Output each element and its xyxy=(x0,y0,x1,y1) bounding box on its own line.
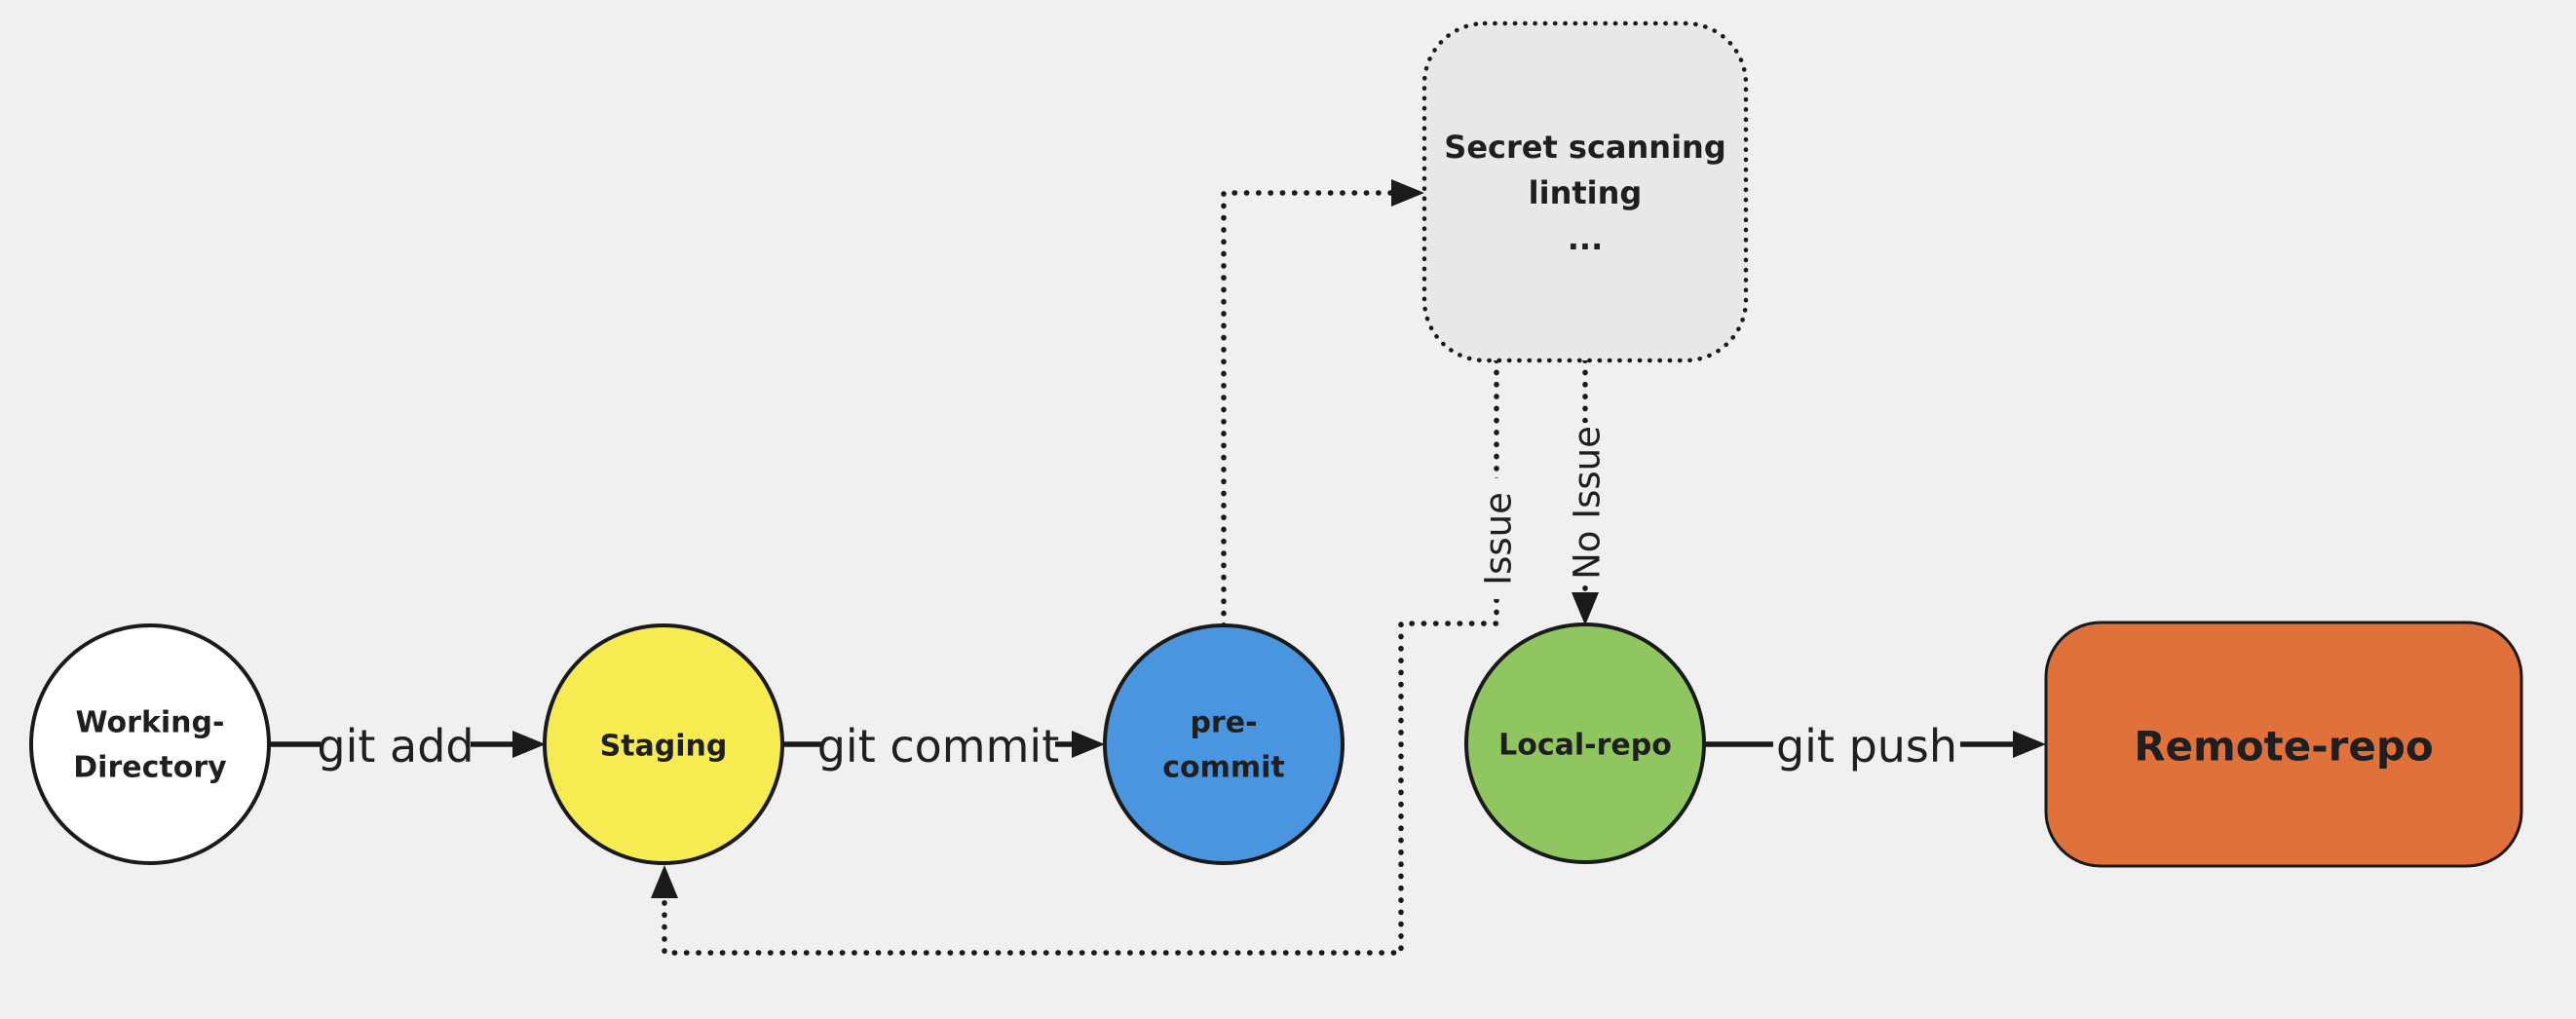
node-staging-shape xyxy=(543,623,784,865)
node-checks-label-line3: ... xyxy=(1568,220,1603,257)
node-working-directory: Working- Directory xyxy=(29,623,271,865)
node-local-repo-shape xyxy=(1464,623,1706,864)
edge-issue: Issue xyxy=(651,358,1521,956)
edge-git-push: git push xyxy=(1704,714,2046,774)
edge-git-push-label-bg xyxy=(1773,714,1960,774)
edge-precommit-to-checks xyxy=(1221,179,1424,628)
edge-git-add-arrowhead-icon xyxy=(512,731,546,758)
node-checks-box: Secret scanning linting ... xyxy=(1421,20,1749,363)
node-checks-label-line1: Secret scanning xyxy=(1444,129,1725,166)
node-checks-box-shape xyxy=(1421,20,1749,363)
edge-no-issue: No Issue xyxy=(1561,358,1610,625)
node-working-directory-label-line2: Directory xyxy=(73,751,227,785)
edge-no-issue-arrowhead-icon xyxy=(1572,592,1599,625)
edge-git-add: git add xyxy=(269,714,546,774)
node-pre-commit: pre- commit xyxy=(1103,623,1345,865)
edge-label-git-push: git push xyxy=(1776,720,1957,773)
edge-git-add-label-bg xyxy=(321,714,471,774)
node-pre-commit-label-line1: pre- xyxy=(1190,706,1257,740)
node-local-repo-label: Local-repo xyxy=(1498,729,1672,763)
node-working-directory-label-line1: Working- xyxy=(76,706,225,740)
node-working-directory-shape xyxy=(29,623,271,865)
edge-issue-label-bg xyxy=(1472,478,1521,599)
node-staging: Staging xyxy=(543,623,784,865)
node-checks-label-line2: linting xyxy=(1529,174,1643,211)
edge-precommit-to-checks-line xyxy=(1221,190,1396,628)
node-pre-commit-label-line2: commit xyxy=(1162,751,1285,785)
node-staging-label: Staging xyxy=(600,730,728,764)
edge-no-issue-label-bg xyxy=(1561,423,1610,583)
edge-git-commit-arrowhead-icon xyxy=(1072,731,1105,758)
node-remote-repo: Remote-repo xyxy=(2044,621,2523,868)
edge-label-git-commit: git commit xyxy=(817,720,1060,773)
edge-issue-arrowhead-icon xyxy=(651,865,678,898)
edge-git-commit: git commit xyxy=(782,714,1105,774)
edge-label-no-issue: No Issue xyxy=(1567,426,1609,580)
edge-label-git-add: git add xyxy=(317,720,474,773)
node-remote-repo-label: Remote-repo xyxy=(2134,723,2434,771)
node-local-repo: Local-repo xyxy=(1464,623,1706,864)
edge-precommit-to-checks-arrowhead-icon xyxy=(1391,179,1424,207)
node-remote-repo-shape xyxy=(2044,621,2523,868)
node-pre-commit-shape xyxy=(1103,623,1345,865)
edge-git-push-arrowhead-icon xyxy=(2013,731,2046,758)
edge-label-issue: Issue xyxy=(1478,492,1520,585)
edge-git-commit-label-bg xyxy=(821,714,1055,774)
